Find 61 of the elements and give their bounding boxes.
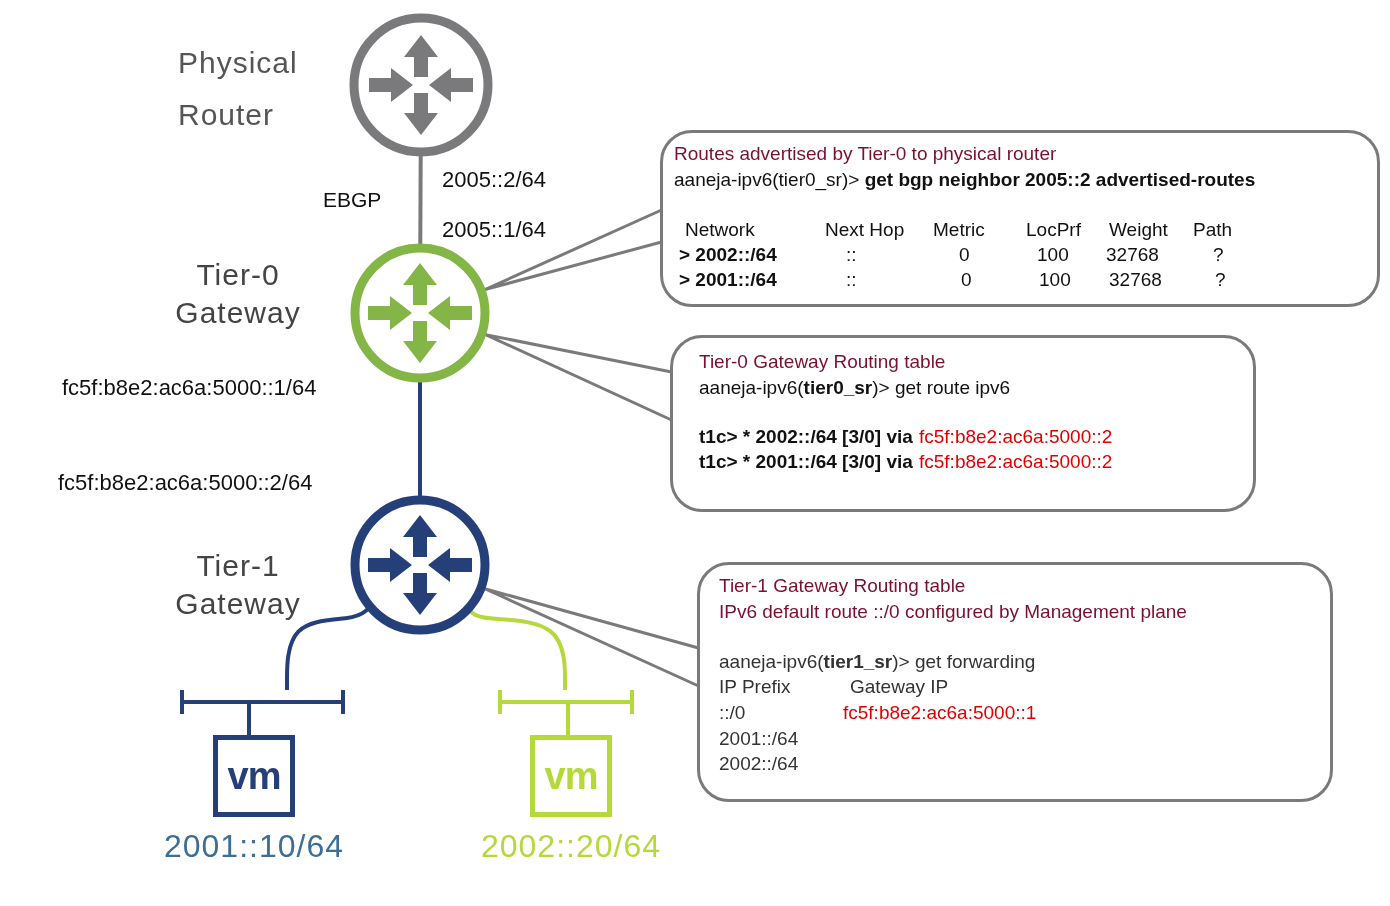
connector-line [418,382,422,496]
connector-line [285,608,369,690]
callout-heading: Tier-1 Gateway Routing table [719,574,966,597]
router-icon [349,13,493,157]
edge-label: EBGP [323,188,382,212]
callout-text: > 2001::/64 [679,268,777,291]
callout-text: 32768 [1109,268,1162,291]
node-label: 2001::10/64 [162,827,345,866]
vm-box: vm [530,735,612,817]
callout-text: 0 [961,268,972,291]
callout-bubble [670,335,1256,512]
callout-text: 100 [1039,268,1071,291]
callout-text: aaneja-ipv6(tier0_sr)> get route ipv6 [699,376,1011,399]
callout-text: 2001::/64 [719,727,799,750]
connector-line [418,156,423,244]
interface-address: fc5f:b8e2:ac6a:5000::1/64 [62,375,318,401]
callout-text: 32768 [1106,243,1159,266]
callout-text: > 2002::/64 [679,243,777,266]
callout-text: aaneja-ipv6(tier0_sr)> get bgp neighbor 2005::2 advertised-routes [674,168,1256,191]
callout-text: Weight [1109,218,1168,241]
callout-text: t1c> * 2001::/64 [3/0] via [699,450,913,473]
callout-bubble [697,562,1333,802]
callout-text: ? [1213,243,1224,266]
callout-text: Path [1193,218,1233,241]
interface-address: fc5f:b8e2:ac6a:5000::2/64 [58,470,314,496]
callout-text: fc5f:b8e2:ac6a:5000::1 [843,701,1037,724]
callout-text: Network [685,218,755,241]
node-label: Tier-1 Gateway [174,548,302,622]
callout-text: Metric [933,218,985,241]
callout-text: aaneja-ipv6(tier1_sr)> get forwarding [719,650,1036,673]
callout-text: 0 [959,243,970,266]
network-segment-bar [180,690,345,714]
callout-text: IP Prefix [719,675,791,698]
callout-heading: IPv6 default route ::/0 configured by Management plane [719,600,1187,623]
callout-text: ::/0 [719,701,746,724]
callout-text: ? [1215,268,1226,291]
callout-text: 2002::/64 [719,752,799,775]
node-label: Tier-0 Gateway [174,257,302,331]
callout-text: t1c> * 2002::/64 [3/0] via [699,425,913,448]
node-label: Physical Router [178,45,299,133]
node-label: 2002::20/64 [479,827,662,866]
callout-text: :: [846,243,857,266]
callout-text: :: [846,268,857,291]
callout-text: 100 [1037,243,1069,266]
callout-text: LocPrf [1026,218,1081,241]
interface-address: 2005::1/64 [442,217,547,243]
callout-heading: Routes advertised by Tier-0 to physical router [674,142,1057,165]
callout-heading: Tier-0 Gateway Routing table [699,350,946,373]
connector-line [247,714,251,735]
callout-text: Next Hop [825,218,905,241]
interface-address: 2005::2/64 [442,167,547,193]
connector-line [566,714,570,735]
router-icon [350,495,490,635]
callout-bubble [660,130,1380,307]
connector-line [469,610,567,690]
vm-box: vm [213,735,295,817]
router-icon [350,243,490,383]
callout-text: fc5f:b8e2:ac6a:5000::2 [919,425,1113,448]
callout-text: Gateway IP [850,675,949,698]
network-segment-bar [498,690,634,714]
callout-text: fc5f:b8e2:ac6a:5000::2 [919,450,1113,473]
